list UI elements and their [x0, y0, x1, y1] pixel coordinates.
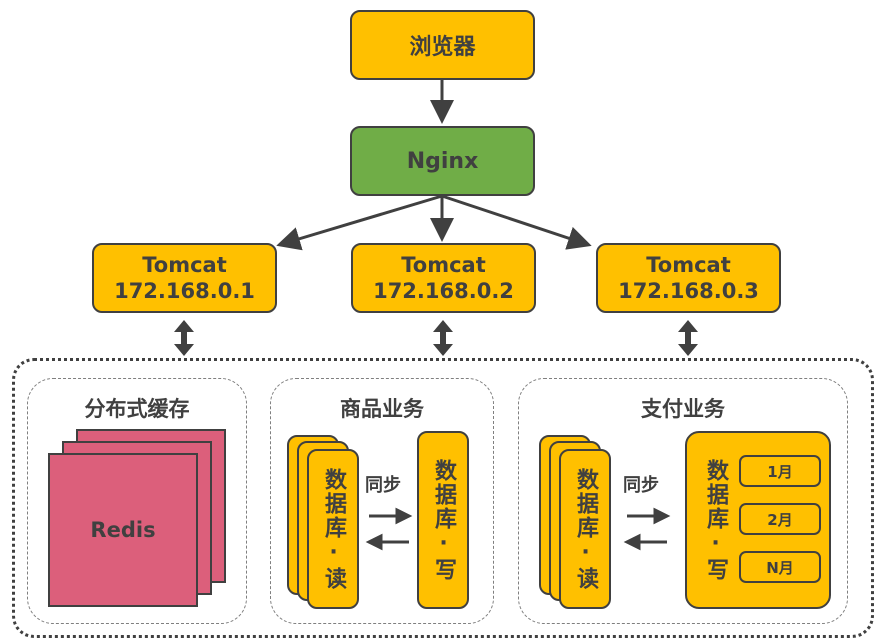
redis-node: Redis	[48, 453, 198, 607]
goods-group: 商品业务 数据库·读 同步 数据库·写	[270, 378, 494, 624]
arrow-nginx-tomcat1	[276, 194, 443, 251]
double-arrow-3	[678, 320, 698, 356]
browser-label: 浏览器	[409, 35, 476, 60]
nginx-label: Nginx	[406, 148, 479, 174]
sync-label: 同步	[365, 475, 401, 496]
double-arrow-2	[433, 320, 453, 356]
partition-2: 2月	[739, 503, 821, 535]
read-db-label: 数据库·读	[321, 467, 346, 591]
tomcat-name: Tomcat	[142, 253, 227, 277]
cache-group-title: 分布式缓存	[84, 397, 190, 421]
cache-group: 分布式缓存 Redis	[27, 378, 247, 624]
pay-read-db: 数据库·读	[559, 449, 611, 609]
read-db-label: 数据库·读	[573, 467, 598, 591]
tomcat-ip: 172.168.0.3	[618, 279, 759, 303]
browser-node: 浏览器	[350, 10, 535, 80]
pay-group: 支付业务 数据库·读 同步 数据库·写 1月 2月 N月	[518, 378, 848, 624]
arrow-nginx-tomcat3	[441, 194, 592, 250]
sync-arrows	[365, 507, 413, 551]
nginx-node: Nginx	[350, 126, 535, 196]
sync-arrows	[623, 507, 671, 551]
write-db-label: 数据库·写	[703, 458, 728, 582]
goods-group-title: 商品业务	[340, 397, 424, 421]
backend-boundary	[12, 358, 874, 638]
goods-read-db: 数据库·读	[307, 449, 359, 609]
redis-label: Redis	[90, 518, 156, 542]
partition-1: 1月	[739, 455, 821, 487]
tomcat-ip: 172.168.0.1	[114, 279, 255, 303]
double-arrow-1	[174, 320, 194, 356]
tomcat-ip: 172.168.0.2	[373, 279, 514, 303]
tomcat-name: Tomcat	[401, 253, 486, 277]
write-db-label: 数据库·写	[431, 458, 456, 582]
tomcat-node-3: Tomcat 172.168.0.3	[596, 243, 781, 313]
sync-label: 同步	[623, 475, 659, 496]
tomcat-node-1: Tomcat 172.168.0.1	[92, 243, 277, 313]
tomcat-name: Tomcat	[646, 253, 731, 277]
tomcat-node-2: Tomcat 172.168.0.2	[351, 243, 536, 313]
goods-write-db: 数据库·写	[417, 431, 469, 609]
partition-n: N月	[739, 551, 821, 583]
pay-group-title: 支付业务	[641, 397, 725, 421]
